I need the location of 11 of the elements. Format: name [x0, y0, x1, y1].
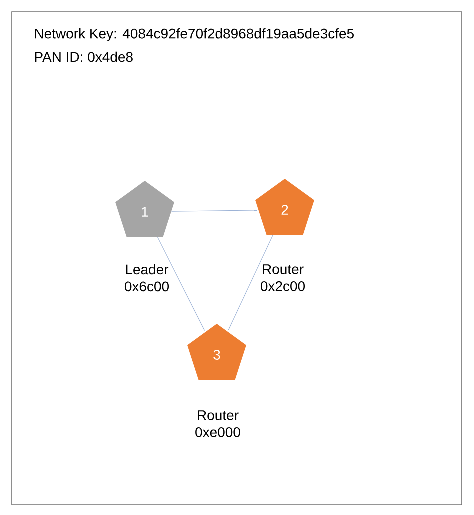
pentagon-node: 2	[256, 179, 314, 236]
info-text: Network Key: 4084c92fe70f2d8968df19aa5de3cfe5	[35, 28, 354, 42]
connector-line	[228, 234, 274, 331]
node-label: Leader 0x6c00	[124, 264, 170, 292]
pentagon-node: 3	[188, 324, 246, 380]
node-label: Router 0xe000	[196, 410, 240, 438]
pentagon-node: 1	[116, 181, 174, 238]
connector-line	[157, 236, 206, 332]
connector-line	[171, 210, 258, 212]
node-label: Router 0x2c00	[260, 264, 306, 292]
info-text: PAN ID: 0x4de8	[35, 52, 133, 62]
